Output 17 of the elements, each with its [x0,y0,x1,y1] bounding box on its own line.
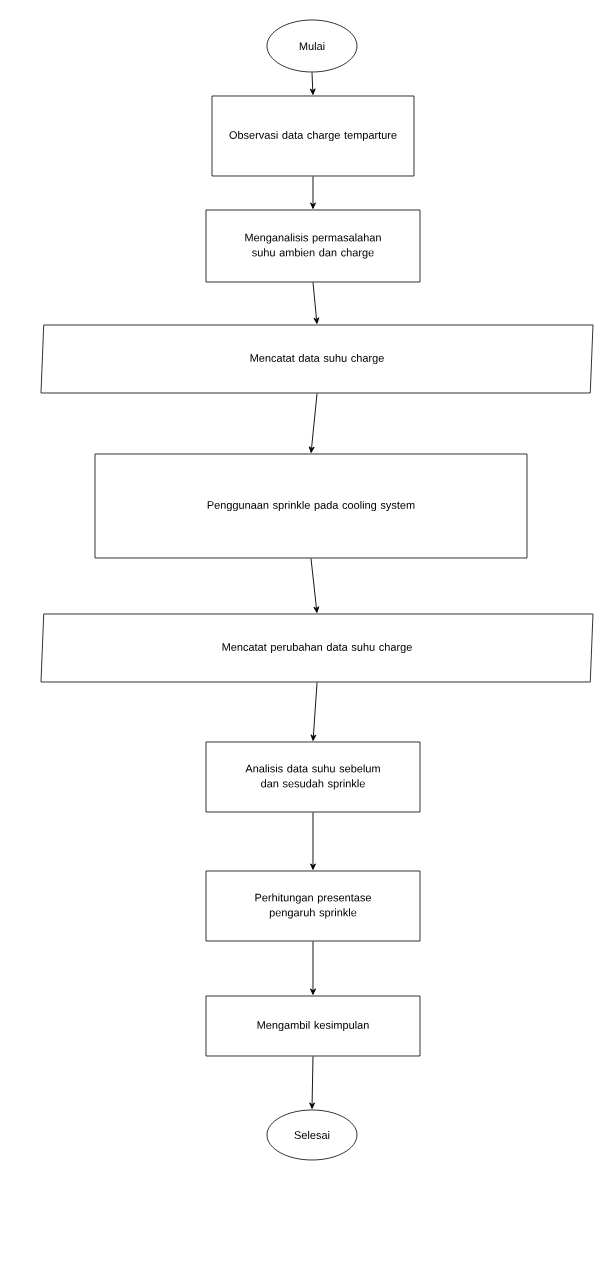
arrow [310,557,320,613]
data-parallelogram: Mencatat perubahan data suhu charge [40,613,594,683]
process-box: Menganalisis permasalahan suhu ambien dan charge [205,209,421,283]
arrow [310,811,316,870]
arrow [312,281,320,324]
process-box: Mengambil kesimpulan [205,995,421,1057]
arrow [309,1055,315,1109]
process-box: Penggunaan sprinkle pada cooling system [94,453,528,559]
arrow [310,175,316,209]
arrow [309,71,316,95]
process-box: Observasi data charge temparture [211,95,415,177]
arrow [308,392,318,453]
arrow [310,681,318,741]
process-box: Analisis data suhu sebelum dan sesudah sprinkle [205,741,421,813]
process-box: Perhitungan presentase pengaruh sprinkle [205,870,421,942]
arrow [310,940,316,995]
data-parallelogram: Mencatat data suhu charge [40,324,594,394]
